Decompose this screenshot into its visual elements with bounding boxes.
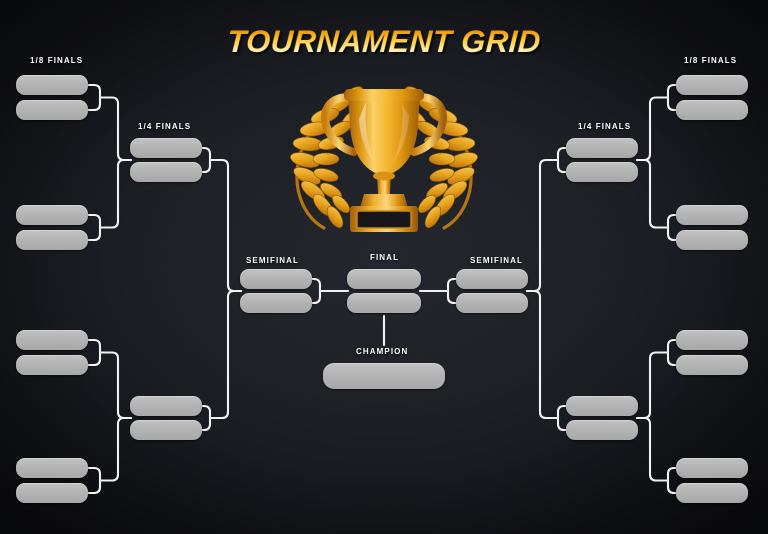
slot-qf-left-2[interactable] <box>130 162 202 182</box>
slot-sf-left-1[interactable] <box>240 269 312 289</box>
slot-r16-right-2[interactable] <box>676 100 748 120</box>
slot-r16-right-4[interactable] <box>676 230 748 250</box>
slot-r16-left-5[interactable] <box>16 330 88 350</box>
slot-r16-left-6[interactable] <box>16 355 88 375</box>
label-champion: CHAMPION <box>356 347 409 356</box>
slot-sf-right-2[interactable] <box>456 293 528 313</box>
trophy-cup <box>344 89 424 176</box>
slot-r16-left-7[interactable] <box>16 458 88 478</box>
label-quarter-right: 1/4 FINALS <box>578 122 632 131</box>
slot-r16-right-5[interactable] <box>676 330 748 350</box>
label-semifinal-right: SEMIFINAL <box>470 256 524 265</box>
slot-qf-left-4[interactable] <box>130 420 202 440</box>
laurel-left <box>290 86 375 230</box>
label-semifinal-left: SEMIFINAL <box>246 256 300 265</box>
slot-qf-right-3[interactable] <box>566 396 638 416</box>
slot-r16-left-8[interactable] <box>16 483 88 503</box>
slot-qf-left-3[interactable] <box>130 396 202 416</box>
slot-r16-left-1[interactable] <box>16 75 88 95</box>
slot-r16-right-6[interactable] <box>676 355 748 375</box>
slot-r16-left-3[interactable] <box>16 205 88 225</box>
trophy-handles <box>321 92 447 156</box>
slot-r16-right-3[interactable] <box>676 205 748 225</box>
slot-qf-right-2[interactable] <box>566 162 638 182</box>
page-title: TOURNAMENT GRID <box>0 24 768 60</box>
slot-qf-right-1[interactable] <box>566 138 638 158</box>
slot-champion[interactable] <box>323 363 445 389</box>
trophy-base <box>350 171 418 232</box>
slot-qf-left-1[interactable] <box>130 138 202 158</box>
label-final: FINAL <box>370 253 400 262</box>
slot-sf-left-2[interactable] <box>240 293 312 313</box>
slot-r16-left-2[interactable] <box>16 100 88 120</box>
slot-r16-right-7[interactable] <box>676 458 748 478</box>
slot-r16-left-4[interactable] <box>16 230 88 250</box>
slot-final-1[interactable] <box>347 269 421 289</box>
slot-r16-right-1[interactable] <box>676 75 748 95</box>
trophy-laurel-icon <box>278 72 490 238</box>
slot-qf-right-4[interactable] <box>566 420 638 440</box>
slot-r16-right-8[interactable] <box>676 483 748 503</box>
slot-sf-right-1[interactable] <box>456 269 528 289</box>
label-round-of-16-left: 1/8 FINALS <box>30 56 84 65</box>
slot-final-2[interactable] <box>347 293 421 313</box>
label-round-of-16-right: 1/8 FINALS <box>684 56 738 65</box>
label-quarter-left: 1/4 FINALS <box>138 122 192 131</box>
